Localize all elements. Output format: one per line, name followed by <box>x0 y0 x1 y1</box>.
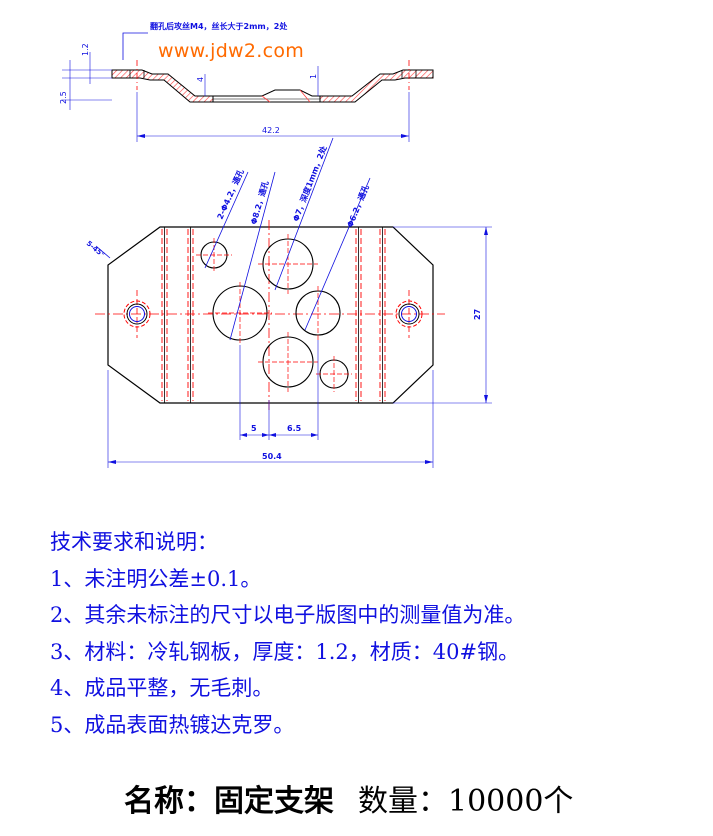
dim-1: 1 <box>309 74 318 79</box>
name-value: 固定支架 <box>214 784 334 819</box>
note-item: 4、成品平整，无毛刺。 <box>50 676 274 700</box>
right-mount-hole-outer <box>395 300 423 328</box>
top-view: 2-Φ4.2，通孔 Φ8.2，通孔 Φ7，深度1mm，2处 Φ6.2，通孔 5-… <box>85 137 492 468</box>
note-item: 1、未注明公差±0.1。 <box>50 566 262 591</box>
dim-4: 4 <box>196 77 205 82</box>
dim-42-2: 42.2 <box>262 126 280 135</box>
name-label: 名称： <box>124 784 214 819</box>
side-view: 翻孔后攻丝M4，丝长大于2mm，2处 1.2 2.5 4 1 42.2 <box>59 21 434 142</box>
left-mount-hole <box>126 303 148 325</box>
callout-hole-6-2: Φ6.2，通孔 <box>345 183 371 228</box>
watermark: www.jdw2.com <box>158 40 305 62</box>
technical-notes: 技术要求和说明： 1、未注明公差±0.1。 2、其余未标注的尺寸以电子版图中的测… <box>50 524 525 743</box>
callout-hole-7: Φ7，深度1mm，2处 <box>291 143 329 222</box>
quantity-label: 数量： <box>358 784 448 819</box>
right-mount-hole <box>398 303 420 325</box>
note-item: 2、其余未标注的尺寸以电子版图中的测量值为准。 <box>50 603 526 627</box>
plate-outline <box>107 226 434 404</box>
left-mount-hole-outer <box>123 300 151 328</box>
callout-hole-4-2: 2-Φ4.2，通孔 <box>215 168 246 221</box>
dim-1-2: 1.2 <box>81 43 90 56</box>
side-profile <box>111 69 214 103</box>
chamfer-label: 5-45° <box>85 239 106 259</box>
note-item: 5、成品表面热镀达克罗。 <box>50 712 295 737</box>
dim-50-4: 50.4 <box>262 452 282 461</box>
note-item: 3、材料：冷轧钢板，厚度：1.2，材质：40#钢。 <box>50 639 520 664</box>
dim-5: 5 <box>251 424 257 433</box>
quantity-value: 10000个 <box>448 784 574 819</box>
side-note: 翻孔后攻丝M4，丝长大于2mm，2处 <box>150 21 288 31</box>
dim-27: 27 <box>473 309 482 320</box>
dim-6-5: 6.5 <box>287 424 302 433</box>
dim-2-5: 2.5 <box>59 91 68 104</box>
technical-drawing: 翻孔后攻丝M4，丝长大于2mm，2处 1.2 2.5 4 1 42.2 <box>59 21 492 468</box>
part-title: 名称：固定支架数量：10000个 <box>124 776 573 820</box>
side-profile-center <box>212 89 321 103</box>
notes-heading: 技术要求和说明： <box>50 530 218 554</box>
